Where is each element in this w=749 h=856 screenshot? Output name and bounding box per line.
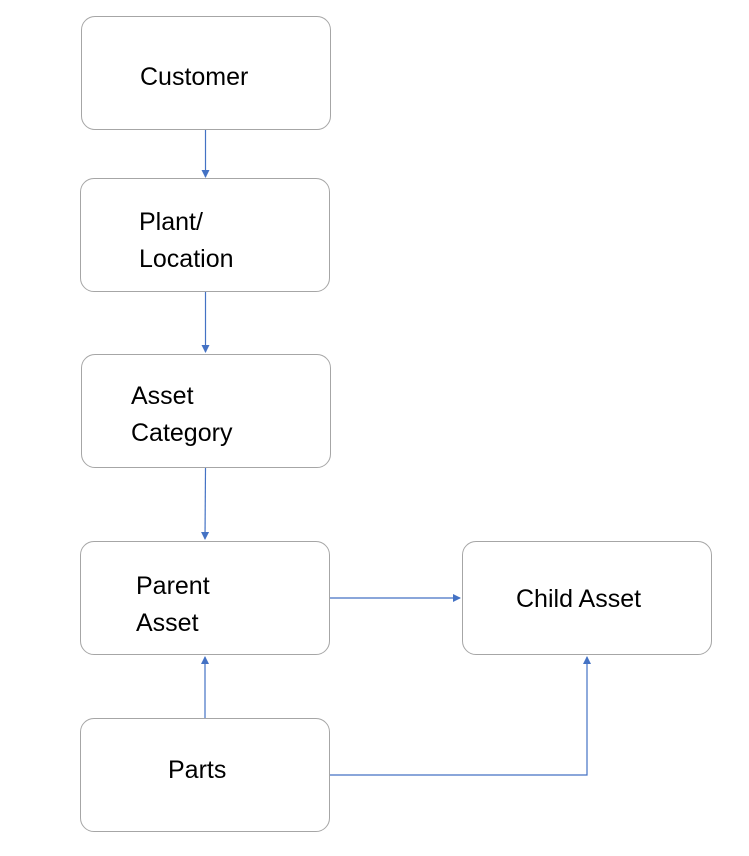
node-parts-label: Parts xyxy=(168,756,227,784)
node-child-asset-label: Child Asset xyxy=(516,585,642,613)
node-asset-category: Asset Category xyxy=(81,354,331,468)
node-parts: Parts xyxy=(80,718,330,832)
arrow-parts-to-child-asset xyxy=(330,656,591,776)
arrow-asset-category-to-parent-asset xyxy=(201,467,210,540)
node-plant-location: Plant/ Location xyxy=(80,178,330,292)
node-customer-label: Customer xyxy=(140,63,249,91)
node-plant-location-line2: Location xyxy=(139,245,234,273)
node-parent-asset-line2: Asset xyxy=(136,609,199,637)
node-asset-category-line2: Category xyxy=(131,419,233,447)
node-customer: Customer xyxy=(81,16,331,130)
node-plant-location-line1: Plant/ xyxy=(139,208,203,236)
node-child-asset: Child Asset xyxy=(462,541,712,655)
node-asset-category-line1: Asset xyxy=(131,382,194,410)
node-parent-asset-line1: Parent xyxy=(136,572,210,600)
node-parent-asset: Parent Asset xyxy=(80,541,330,655)
